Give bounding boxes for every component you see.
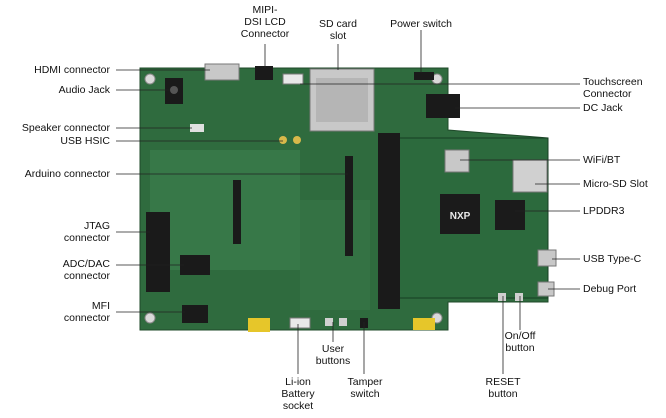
usb-type-c-port xyxy=(537,249,557,267)
label-user-buttons: User buttons xyxy=(315,343,351,367)
label-reset-button: RESET button xyxy=(485,376,521,400)
pcb-region xyxy=(150,150,300,270)
callout-lines xyxy=(116,30,580,374)
touchscreen-port xyxy=(282,73,304,85)
hdmi-port xyxy=(204,63,240,81)
label-mipi-dsi-lcd-connector: MIPI- DSI LCD Connector xyxy=(240,4,290,40)
usb-hsic-pad xyxy=(279,136,287,144)
label-speaker-connector: Speaker connector xyxy=(21,122,110,134)
on-off-button xyxy=(515,293,523,301)
label-li-ion-battery-socket: Li-ion Battery socket xyxy=(281,376,315,412)
label-usb-type-c: USB Type-C xyxy=(583,253,642,265)
mounting-hole xyxy=(144,312,156,324)
mounting-hole xyxy=(144,73,156,85)
soc-chip xyxy=(440,194,480,234)
dc-jack xyxy=(426,94,460,118)
nxp-logo: NXP xyxy=(450,211,471,222)
expansion-connector xyxy=(378,133,400,309)
micro-sd-slot xyxy=(512,159,548,193)
yellow-tape xyxy=(413,318,435,330)
label-debug-port: Debug Port xyxy=(583,283,637,295)
label-tamper-switch: Tamper switch xyxy=(347,376,383,400)
label-arduino-connector: Arduino connector xyxy=(24,168,110,180)
pcb-region-2 xyxy=(300,200,370,310)
label-touchscreen-connector: Touchscreen Connector xyxy=(583,76,643,100)
audio-jack-hole xyxy=(170,86,178,94)
battery-socket xyxy=(289,317,311,329)
mipi-port xyxy=(255,66,273,80)
mfi-header xyxy=(182,305,208,323)
speaker-port xyxy=(190,124,204,132)
reset-button xyxy=(498,293,506,301)
sd-card-slot-inner xyxy=(316,78,368,122)
label-usb-hsic: USB HSIC xyxy=(60,135,110,147)
label-adc-dac-connector: ADC/DAC connector xyxy=(62,258,110,282)
yellow-tape xyxy=(248,318,270,332)
label-micro-sd-slot: Micro-SD Slot xyxy=(583,178,648,190)
user-button xyxy=(325,318,333,326)
usb-hsic-pad xyxy=(293,136,301,144)
label-hdmi-connector: HDMI connector xyxy=(34,64,110,76)
wifi-bt-module xyxy=(444,149,470,173)
label-lpddr3: LPDDR3 xyxy=(583,205,625,217)
label-on-off-button: On/Off button xyxy=(504,330,536,354)
user-button xyxy=(339,318,347,326)
arduino-header xyxy=(345,156,353,256)
label-audio-jack: Audio Jack xyxy=(58,84,110,96)
adc-dac-header xyxy=(180,255,210,275)
jtag-header xyxy=(146,212,170,292)
label-wifi-bt: WiFi/BT xyxy=(583,154,621,166)
label-power-switch: Power switch xyxy=(390,18,452,30)
label-sd-card-slot: SD card slot xyxy=(319,18,357,42)
arduino-header xyxy=(233,180,241,244)
lpddr3-chip xyxy=(495,200,525,230)
label-mfi-connector: MFI connector xyxy=(63,300,110,324)
label-jtag-connector: JTAG connector xyxy=(63,220,110,244)
label-dc-jack: DC Jack xyxy=(583,102,623,114)
power-switch xyxy=(414,72,434,80)
